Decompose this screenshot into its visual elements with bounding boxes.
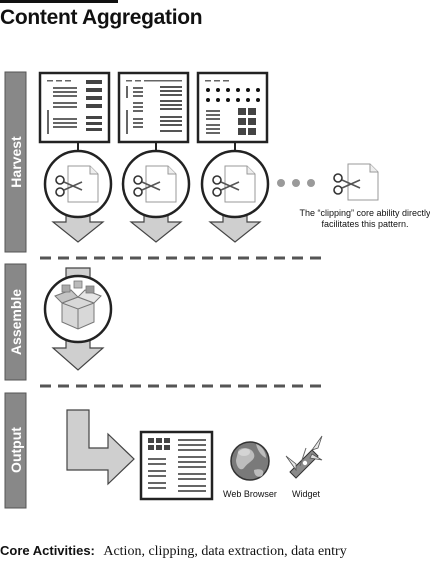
ellipsis-dots-icon <box>277 179 315 187</box>
harvest-label: Harvest <box>8 136 24 188</box>
output-arrow <box>66 409 135 486</box>
clipping-circle <box>121 142 191 219</box>
page-thumbnail-icon <box>38 71 111 144</box>
globe-icon <box>230 441 270 481</box>
swiss-army-knife-icon <box>285 435 323 479</box>
clipping-circle <box>200 142 270 219</box>
page-thumbnail-icon <box>196 71 269 144</box>
assemble-circle <box>43 274 113 344</box>
core-activities-value: Action, clipping, data extraction, data … <box>103 544 347 559</box>
clipping-icon <box>333 163 379 201</box>
document-icon <box>67 165 99 203</box>
web-browser-caption: Web Browser <box>223 489 277 499</box>
clipping-circle <box>43 142 113 219</box>
page-thumbnail-icon <box>117 71 190 144</box>
assemble-phase-bar: Assemble <box>4 263 27 381</box>
harvest-phase-bar: Harvest <box>4 71 27 253</box>
document-icon <box>347 163 379 201</box>
document-icon <box>224 165 256 203</box>
harvest-note: The “clipping” core ability directly fac… <box>299 208 430 229</box>
output-label: Output <box>8 427 24 473</box>
aggregated-page-icon <box>139 430 214 501</box>
widget-caption: Widget <box>292 489 321 499</box>
assemble-label: Assemble <box>8 289 24 355</box>
core-activities: Core Activities: Action, clipping, data … <box>0 542 347 560</box>
output-phase-bar: Output <box>4 392 27 509</box>
package-box-icon <box>54 280 102 330</box>
title-rule <box>0 0 118 3</box>
core-activities-label: Core Activities: <box>0 543 95 558</box>
diagram-title: Content Aggregation <box>0 6 203 29</box>
document-icon <box>145 165 177 203</box>
